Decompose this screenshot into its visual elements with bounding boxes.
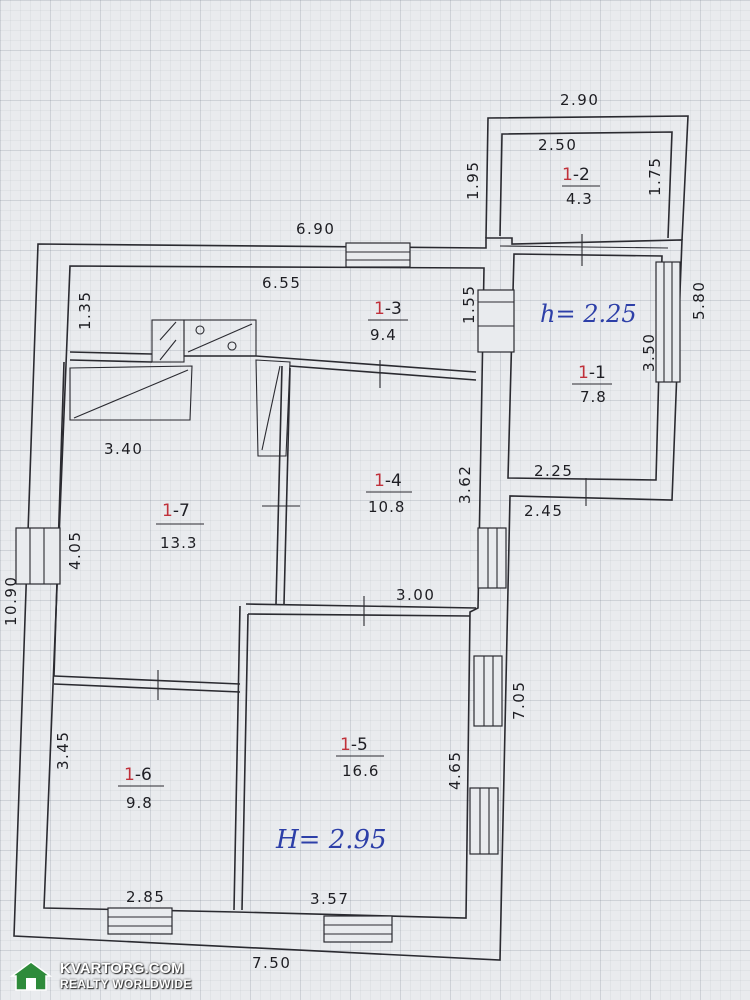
annex-outer-wall	[485, 115, 689, 241]
dim-room15-height: 4.65	[446, 751, 464, 790]
room-1-7-id: 1-7	[162, 501, 190, 521]
main-height-note: H= 2.95	[275, 825, 387, 855]
windows	[15, 242, 681, 943]
room-1-5-id: 1-5	[340, 735, 368, 755]
room-labels: 1-2 4.3 1-3 9.4 1-1 7.8 1-4 10.8 1-7 13.…	[118, 165, 612, 812]
dim-room11-bottom-inner: 2.25	[534, 462, 573, 480]
dim-room13-left: 1.35	[76, 291, 94, 330]
dim-room16-height: 3.45	[54, 731, 72, 770]
dimension-labels: 2.90 2.50 1.95 1.75 6.90 6.55 1.35 1.55 …	[2, 91, 708, 972]
room-1-3-id: 1-3	[374, 299, 402, 319]
window-annex-right	[655, 261, 681, 383]
watermark-subtitle: REALTY WORLDWIDE	[60, 977, 192, 991]
room-1-2-prefix: 1	[562, 165, 573, 185]
window-bottom-left	[107, 907, 173, 935]
dim-room15-bottom: 3.57	[310, 890, 349, 908]
annex-inner-wall	[499, 131, 673, 239]
room-1-3-area: 9.4	[370, 326, 397, 344]
door-1-1	[477, 289, 515, 353]
door-ticks	[157, 234, 587, 700]
dim-room13-right: 1.55	[460, 285, 478, 324]
house-logo-icon	[9, 961, 53, 991]
window-right-upper	[477, 527, 507, 589]
dim-annex-inner-top: 2.50	[538, 136, 577, 154]
watermark-title: KVARTORG.COM	[60, 960, 184, 977]
stove-fixture	[69, 319, 291, 457]
window-right-mid	[473, 655, 503, 727]
dim-room17-width: 3.40	[104, 440, 143, 458]
dim-annex-left: 1.95	[464, 161, 482, 200]
room-1-1-id: 1-1	[578, 363, 606, 383]
dim-top-wall: 6.90	[296, 220, 335, 238]
room-1-7-area: 13.3	[160, 534, 197, 552]
dim-room11-bottom-outer: 2.45	[524, 502, 563, 520]
dim-room17-height: 4.05	[66, 531, 84, 570]
room-1-2-suffix: -2	[573, 165, 590, 185]
dim-room11-right: 3.50	[640, 333, 658, 372]
annex-height-note: h= 2.25	[540, 300, 637, 328]
room-1-2-id: 1-2	[562, 165, 590, 185]
dim-room13-top: 6.55	[262, 274, 301, 292]
window-bottom-mid	[323, 915, 393, 943]
dim-right-lower: 7.05	[510, 681, 528, 720]
room-1-6-area: 9.8	[126, 794, 153, 812]
room-1-5-area: 16.6	[342, 762, 379, 780]
window-top	[345, 242, 411, 268]
height-annotations: h= 2.25 H= 2.95	[275, 300, 637, 855]
dim-left-outer: 10.90	[2, 576, 20, 626]
watermark: KVARTORG.COM REALTY WORLDWIDE	[8, 958, 198, 994]
window-left	[15, 527, 61, 585]
dim-annex-width: 2.90	[560, 91, 599, 109]
room-1-4-area: 10.8	[368, 498, 405, 516]
room-1-6-id: 1-6	[124, 765, 152, 785]
window-right-low	[469, 787, 499, 855]
room-1-1-area: 7.8	[580, 388, 607, 406]
dim-annex-right: 1.75	[646, 157, 664, 196]
dim-right-outer: 5.80	[690, 281, 708, 320]
dim-room14-bottom: 3.00	[396, 586, 435, 604]
dim-bottom-outer: 7.50	[252, 954, 291, 972]
room-1-1-walls	[507, 253, 663, 481]
room-1-4-id: 1-4	[374, 471, 402, 491]
dim-room14-height: 3.62	[456, 465, 474, 504]
room-1-2-area: 4.3	[566, 190, 593, 208]
dim-room16-bottom: 2.85	[126, 888, 165, 906]
